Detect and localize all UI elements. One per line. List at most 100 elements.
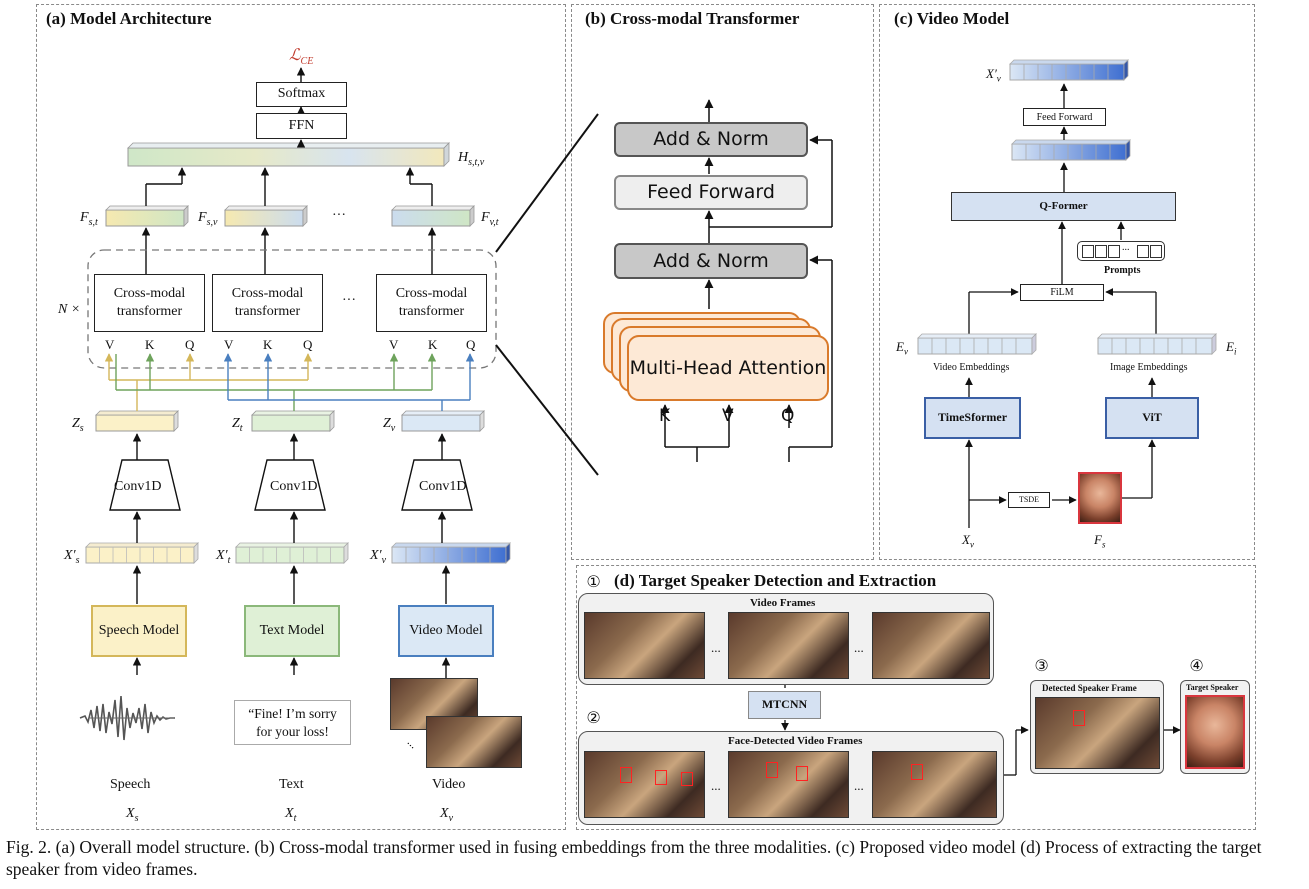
panel-b-title: (b) Cross-modal Transformer — [585, 9, 800, 28]
prompt-token-5 — [1150, 245, 1162, 258]
step-4-marker: ④ — [1189, 656, 1204, 675]
h-label: Hs,t,v — [458, 150, 484, 168]
tsde-box: TSDE — [1008, 492, 1050, 508]
b-v-label: V — [722, 406, 734, 426]
conv1d-text: Conv1D — [270, 479, 318, 494]
xv-prime-symbol: X′ — [370, 548, 382, 563]
panel-d — [576, 565, 1256, 830]
vit-box: ViT — [1105, 397, 1199, 439]
xs-prime-symbol: X′ — [64, 548, 76, 563]
z-v-label: Zv — [383, 416, 395, 434]
conv1d-video: Conv1D — [419, 479, 467, 494]
cm-ellipsis: ··· — [342, 293, 356, 308]
step-3-marker: ③ — [1034, 656, 1049, 675]
xv-prime-label: X′v — [370, 548, 386, 566]
xv-prime-subscript: v — [381, 554, 387, 566]
cm1-v: V — [105, 337, 115, 352]
text-quote-box: “Fine! I’m sorry for your loss! — [234, 700, 351, 745]
conv1d-speech: Conv1D — [114, 479, 162, 494]
x-v-subscript: v — [448, 812, 454, 824]
z-s-label: Zs — [72, 416, 84, 434]
face-box — [766, 762, 778, 778]
x-s-symbol: X — [126, 806, 135, 821]
c-x-v-subscript: v — [969, 539, 974, 550]
detected-speaker-label: Detected Speaker Frame — [1042, 683, 1137, 693]
add-norm-bottom-box: Add & Norm — [614, 243, 808, 279]
video-model-box: Video Model — [398, 605, 494, 657]
mtcnn-box: MTCNN — [748, 691, 821, 719]
cross-modal-box-2: Cross-modal transformer — [212, 274, 323, 332]
loss-subscript: CE — [300, 56, 314, 68]
timesformer-box: TimeSformer — [924, 397, 1021, 439]
e-v-symbol: E — [896, 339, 904, 354]
cm3-q: Q — [466, 337, 476, 352]
z-v-symbol: Z — [383, 416, 391, 431]
cm1-k: K — [145, 337, 155, 352]
face-box — [911, 764, 923, 780]
e-i-subscript: i — [1233, 346, 1237, 357]
x-t-subscript: t — [293, 812, 297, 824]
h-symbol: H — [458, 150, 469, 165]
speech-model-box: Speech Model — [91, 605, 187, 657]
video-frame-2 — [728, 612, 849, 679]
cm1-q: Q — [185, 337, 195, 352]
video-caption: Video — [432, 777, 466, 792]
face-box — [681, 772, 693, 786]
prompt-dots: ... — [1122, 242, 1130, 253]
prompt-token-2 — [1095, 245, 1107, 258]
face-frames-dots-2: ... — [854, 778, 864, 793]
face-frame-3 — [872, 751, 997, 818]
c-x-v-label: Xv — [962, 532, 974, 550]
detected-speaker-frame — [1035, 697, 1160, 769]
e-i-symbol: E — [1226, 339, 1234, 354]
panel-c — [879, 4, 1255, 560]
x-t-label: Xt — [285, 806, 296, 824]
prompt-token-1 — [1082, 245, 1094, 258]
x-t-symbol: X — [285, 806, 294, 821]
loss-label: ℒCE — [289, 45, 313, 67]
prompts-box: ... — [1077, 241, 1165, 261]
video-frame-3 — [872, 612, 990, 679]
x-v-label: Xv — [440, 806, 453, 824]
text-model-box: Text Model — [244, 605, 340, 657]
z-s-symbol: Z — [72, 416, 80, 431]
b-k-label: K — [659, 406, 671, 426]
b-q-label: Q — [781, 406, 795, 426]
c-f-s-subscript: s — [1101, 539, 1106, 550]
panel-c-title: (c) Video Model — [894, 9, 1010, 28]
face-box — [620, 767, 632, 783]
f-vt-subscript: v,t — [489, 216, 499, 228]
e-i-label: Ei — [1226, 339, 1236, 357]
multi-head-attention-box: Multi-Head Attention — [627, 335, 829, 401]
f-st-subscript: s,t — [88, 216, 98, 228]
xt-prime-subscript: t — [227, 554, 231, 566]
face-frames-label: Face-Detected Video Frames — [728, 735, 863, 747]
cross-modal-box-1: Cross-modal transformer — [94, 274, 205, 332]
xt-prime-label: X′t — [216, 548, 230, 566]
x-s-subscript: s — [134, 812, 139, 824]
c-f-s-label: Fs — [1094, 532, 1105, 550]
face-frames-dots-1: ... — [711, 778, 721, 793]
cm2-v: V — [224, 337, 234, 352]
f-sv-subscript: s,v — [206, 216, 218, 228]
prompt-token-4 — [1137, 245, 1149, 258]
f-vt-symbol: F — [481, 210, 490, 225]
c-xv-prime-symbol: X′ — [986, 66, 997, 81]
speech-caption: Speech — [110, 777, 151, 792]
e-v-subscript: v — [903, 346, 908, 357]
step-1-marker: ① — [586, 572, 601, 591]
cm3-k: K — [428, 337, 438, 352]
f-st-label: Fs,t — [80, 210, 98, 228]
f-vt-label: Fv,t — [481, 210, 499, 228]
text-caption: Text — [279, 777, 304, 792]
f-st-symbol: F — [80, 210, 89, 225]
c-xv-prime-subscript: v — [996, 73, 1001, 84]
xs-prime-label: X′s — [64, 548, 80, 566]
face-box — [796, 766, 808, 781]
cm2-q: Q — [303, 337, 313, 352]
cm2-k: K — [263, 337, 273, 352]
z-v-subscript: v — [390, 422, 396, 434]
z-t-symbol: Z — [232, 416, 240, 431]
c-xv-prime-label: X′v — [986, 66, 1001, 84]
cm3-v: V — [389, 337, 399, 352]
